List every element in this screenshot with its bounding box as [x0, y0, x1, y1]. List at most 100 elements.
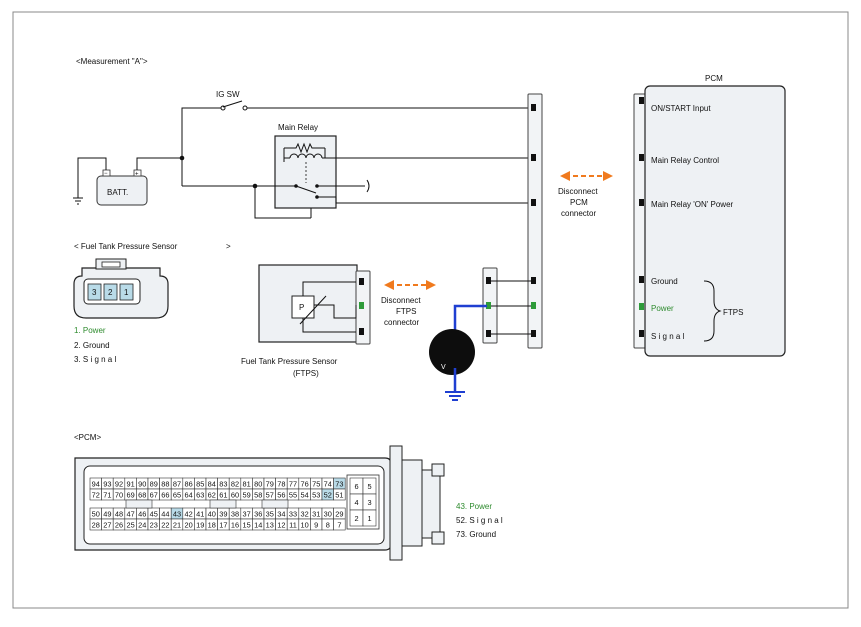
- pcm-pin-number: 50: [92, 509, 100, 518]
- pcm-section-title: <PCM>: [74, 433, 101, 442]
- pcm-pin: [639, 97, 644, 104]
- relay-resistor: [284, 142, 325, 154]
- pcm-side-pin-number: 2: [354, 514, 358, 523]
- ig-feed-wire: [181, 107, 221, 186]
- pcm-title: PCM: [705, 74, 723, 83]
- pcm-connector-flange: [401, 459, 423, 547]
- ftps-caption: Fuel Tank Pressure Sensor: [241, 357, 338, 366]
- pcm-pin-number: 42: [184, 509, 192, 518]
- pcm-pin-number: 64: [184, 490, 192, 499]
- pcm-pin-number: 82: [231, 479, 239, 488]
- pcm-pin-number: 26: [115, 520, 123, 529]
- pcm-pin-number: 52: [324, 490, 332, 499]
- pcm-pin-number: 22: [161, 520, 169, 529]
- pcm-pin-number: 51: [335, 490, 343, 499]
- connector-pin: [531, 277, 536, 284]
- pcm-pin-number: 92: [115, 479, 123, 488]
- pcm-pin: [639, 330, 644, 337]
- pcm-pin: [639, 199, 644, 206]
- pcm-pin-number: 58: [254, 490, 262, 499]
- pcm-pin-number: 30: [324, 509, 332, 518]
- sensor-pin: [359, 302, 364, 309]
- sensor-pin-number: 2: [108, 288, 113, 297]
- pcm-pin-label-signal: S i g n a l: [651, 332, 685, 341]
- pcm-pin-number: 84: [208, 479, 216, 488]
- pcm-pin-number: 66: [161, 490, 169, 499]
- pcm-connector-lock: [431, 463, 445, 477]
- pcm-pin-number: 16: [231, 520, 239, 529]
- relay-switch-blade: [295, 185, 317, 194]
- pcm-pin: [639, 276, 644, 283]
- sensor-legend-signal: 3. S i g n a l: [74, 355, 116, 364]
- pcm-pin-number: 71: [103, 490, 111, 499]
- pcm-pin-number: 43: [173, 509, 181, 518]
- disconnect-pcm-label: Disconnect: [558, 187, 598, 196]
- sensor-connector-latch-inner: [101, 261, 121, 268]
- connector-pin: [531, 104, 536, 111]
- pcm-pin-number: 93: [103, 479, 111, 488]
- pcm-pin-number: 83: [219, 479, 227, 488]
- pcm-side-pin-number: 4: [354, 498, 358, 507]
- voltmeter-label: V: [441, 364, 446, 371]
- ftps-bracket: [703, 280, 722, 342]
- disconnect-ftps-label: Disconnect: [381, 296, 421, 305]
- pcm-pin-number: 90: [138, 479, 146, 488]
- pcm-connector-flange: [389, 445, 403, 561]
- pcm-pin-number: 94: [92, 479, 100, 488]
- pcm-pin-number: 29: [335, 509, 343, 518]
- pcm-side-pin-number: 3: [367, 498, 371, 507]
- pcm-side-pin-number: 5: [367, 482, 371, 491]
- pcm-pin-number: 68: [138, 490, 146, 499]
- connector-pin: [531, 330, 536, 337]
- pcm-pin-number: 36: [254, 509, 262, 518]
- pcm-pin-number: 77: [289, 479, 297, 488]
- pcm-connector-lock: [421, 469, 441, 539]
- pcm-grid-key: [125, 499, 153, 509]
- pcm-legend-ground: 73. Ground: [456, 530, 496, 539]
- sensor-pin-2: [103, 283, 118, 301]
- pcm-pin-number: 54: [300, 490, 308, 499]
- pcm-pin-number: 67: [150, 490, 158, 499]
- pcm-pin-number: 78: [277, 479, 285, 488]
- pcm-pin: [639, 154, 644, 161]
- pcm-pin-number: 24: [138, 520, 146, 529]
- pcm-side-pin-number: 6: [354, 482, 358, 491]
- pcm-pin-number: 86: [184, 479, 192, 488]
- pcm-pin-number: 59: [242, 490, 250, 499]
- pcm-pin: [639, 303, 644, 310]
- pcm-pin-number: 46: [138, 509, 146, 518]
- wire-junction: [179, 155, 185, 161]
- pcm-legend-power: 43. Power: [456, 502, 492, 511]
- pcm-grid-key: [209, 499, 237, 509]
- pcm-pin-number: 91: [126, 479, 134, 488]
- ftps-group-label: FTPS: [723, 308, 743, 317]
- pcm-pin-number: 69: [126, 490, 134, 499]
- sensor-internal-wire: [302, 318, 356, 333]
- relay-coil-lead: [283, 157, 290, 162]
- pcm-pin-number: 23: [150, 520, 158, 529]
- pcm-pin-number: 88: [161, 479, 169, 488]
- pcm-pin-number: 53: [312, 490, 320, 499]
- sensor-pin-1: [119, 283, 134, 301]
- pcm-pin-number: 63: [196, 490, 204, 499]
- battery-negative-sign: −: [104, 171, 108, 177]
- pcm-pin-number: 20: [184, 520, 192, 529]
- pcm-pin-number: 19: [196, 520, 204, 529]
- disconnect-ftps-label: connector: [384, 318, 419, 327]
- pcm-pin-number: 31: [312, 509, 320, 518]
- pcm-legend-signal: 52. S i g n a l: [456, 516, 503, 525]
- pcm-pin-number: 55: [289, 490, 297, 499]
- pcm-pin-number: 9: [314, 520, 318, 529]
- relay-supply-wire: [254, 186, 311, 219]
- connector-pin: [531, 154, 536, 161]
- diagram-frame: [12, 11, 849, 609]
- pcm-pin-cell: [333, 488, 346, 501]
- pcm-pin-number: 33: [289, 509, 297, 518]
- pcm-pin-label-ground: Ground: [651, 277, 678, 286]
- main-relay-label: Main Relay: [278, 123, 318, 132]
- pcm-side-pin-number: 1: [367, 514, 371, 523]
- sensor-section-title-end: >: [226, 242, 231, 251]
- pcm-pin-number: 47: [126, 509, 134, 518]
